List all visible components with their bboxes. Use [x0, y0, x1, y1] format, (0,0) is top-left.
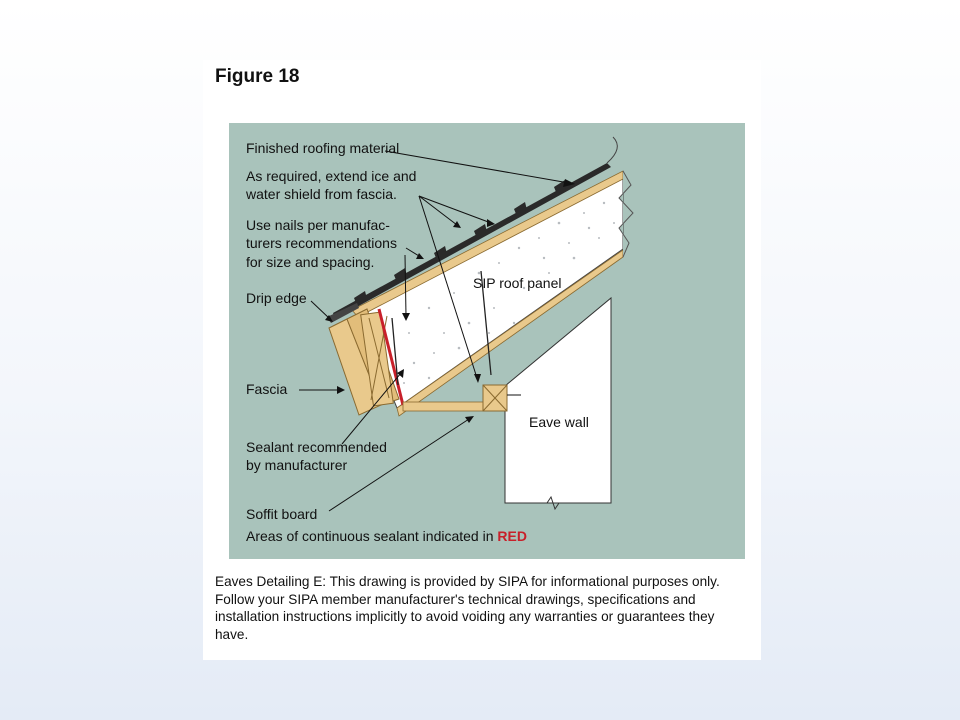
- leader-lines: [299, 150, 570, 512]
- label-ice-shield-2: water shield from fascia.: [245, 186, 397, 202]
- wall-break-line: [505, 495, 611, 511]
- note-red: RED: [497, 528, 527, 544]
- label-drip-edge: Drip edge: [246, 290, 307, 306]
- nail: [480, 270, 492, 376]
- drip-edge: [327, 303, 359, 323]
- arrowheads: [325, 179, 575, 423]
- label-sealant-2: by manufacturer: [246, 457, 347, 473]
- label-fascia: Fascia: [246, 381, 287, 397]
- ledger-cross-2: [482, 384, 508, 412]
- sealant-line: [377, 308, 405, 406]
- shingles: [333, 163, 611, 319]
- label-sip-panel: SIP roof panel: [473, 275, 561, 291]
- label-sealant-1: Sealant recommended: [246, 439, 387, 455]
- label-soffit-board: Soffit board: [246, 506, 317, 522]
- label-ice-shield-1: As required, extend ice and: [246, 168, 416, 184]
- label-nails-2: turers recommendations: [246, 235, 397, 251]
- soffit-board: [402, 401, 494, 412]
- label-nails-1: Use nails per manufac-: [246, 217, 390, 233]
- figure-caption: Eaves Detailing E: This drawing is provi…: [215, 574, 720, 642]
- label-sealant-note: Areas of continuous sealant indicated in…: [246, 528, 527, 544]
- foam-speckle: [387, 201, 615, 384]
- roofing-end-curl: [606, 136, 618, 164]
- nail: [391, 317, 399, 386]
- callout-labels: Finished roofing material As required, e…: [245, 140, 589, 544]
- label-finished-roofing: Finished roofing material: [246, 140, 399, 156]
- label-eave-wall: Eave wall: [529, 414, 589, 430]
- figure-title: Figure 18: [215, 66, 300, 87]
- panel-break-line: [618, 170, 634, 258]
- figure-card: Figure 18: [203, 60, 761, 660]
- eaves-diagram: Finished roofing material As required, e…: [229, 123, 745, 559]
- label-nails-3: for size and spacing.: [246, 254, 374, 270]
- note-prefix: Areas of continuous sealant indicated in: [246, 528, 497, 544]
